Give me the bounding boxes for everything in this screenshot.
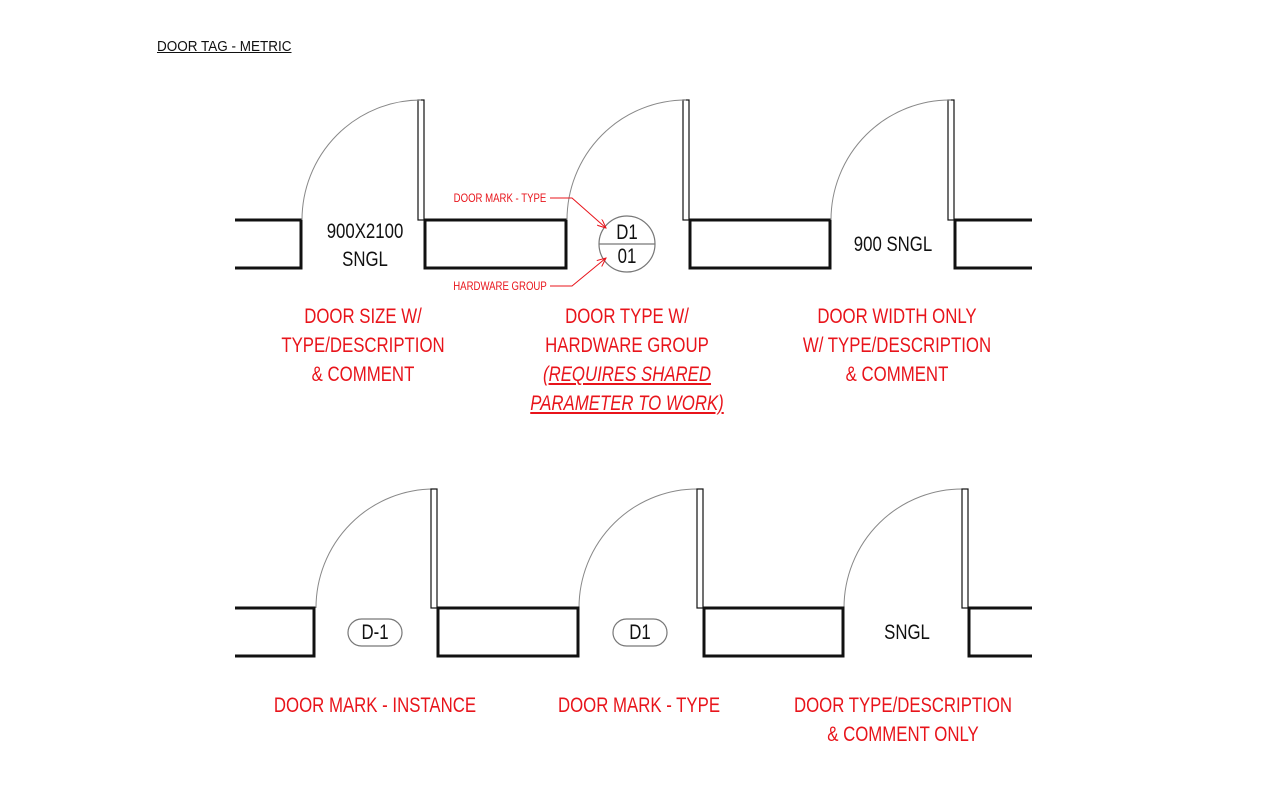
tag-size-line2: SNGL (342, 248, 388, 271)
leader-label-door-mark: DOOR MARK - TYPE (453, 191, 547, 205)
door-leaf (682, 99, 690, 221)
door-leaf (696, 488, 704, 609)
tag-width: 900 SNGL (853, 233, 933, 256)
door-swing-arcs (301, 99, 966, 609)
door-leaf (417, 99, 425, 221)
caption: DOOR MARK - INSTANCE (273, 694, 477, 717)
tag-mark: D1 (616, 221, 638, 244)
caption: DOOR MARK - TYPE (557, 694, 721, 717)
leader-label-hardware-group: HARDWARE GROUP (453, 279, 547, 293)
leader-lines (550, 197, 606, 287)
caption: DOOR TYPE W/ (565, 305, 689, 328)
caption: & COMMENT (845, 363, 949, 386)
door-leaf (947, 99, 955, 221)
door-tag-pill (612, 618, 668, 647)
door-leaf (961, 488, 969, 609)
tag-type-description: SNGL (884, 621, 930, 644)
caption: TYPE/DESCRIPTION (281, 334, 445, 357)
top-walls (235, 218, 1032, 270)
caption: HARDWARE GROUP (545, 334, 709, 357)
caption-note: PARAMETER TO WORK) (530, 392, 724, 415)
caption: & COMMENT ONLY (827, 723, 979, 746)
caption-note: (REQUIRES SHARED (542, 363, 712, 386)
door-tag-pill (347, 618, 403, 647)
tag-mark-instance: D-1 (361, 621, 389, 644)
door-tag-circle (598, 215, 656, 273)
door-leaf (430, 488, 438, 609)
sheet-title: DOOR TAG - METRIC (157, 38, 292, 55)
bottom-walls (235, 606, 1032, 658)
caption: DOOR TYPE/DESCRIPTION (793, 694, 1013, 717)
tag-hardware-group: 01 (617, 245, 637, 268)
caption: W/ TYPE/DESCRIPTION (802, 334, 992, 357)
caption: DOOR WIDTH ONLY (817, 305, 977, 328)
tag-size-line1: 900X2100 (326, 220, 404, 243)
tag-mark-type: D1 (629, 621, 651, 644)
caption: & COMMENT (311, 363, 415, 386)
caption: DOOR SIZE W/ (304, 305, 422, 328)
